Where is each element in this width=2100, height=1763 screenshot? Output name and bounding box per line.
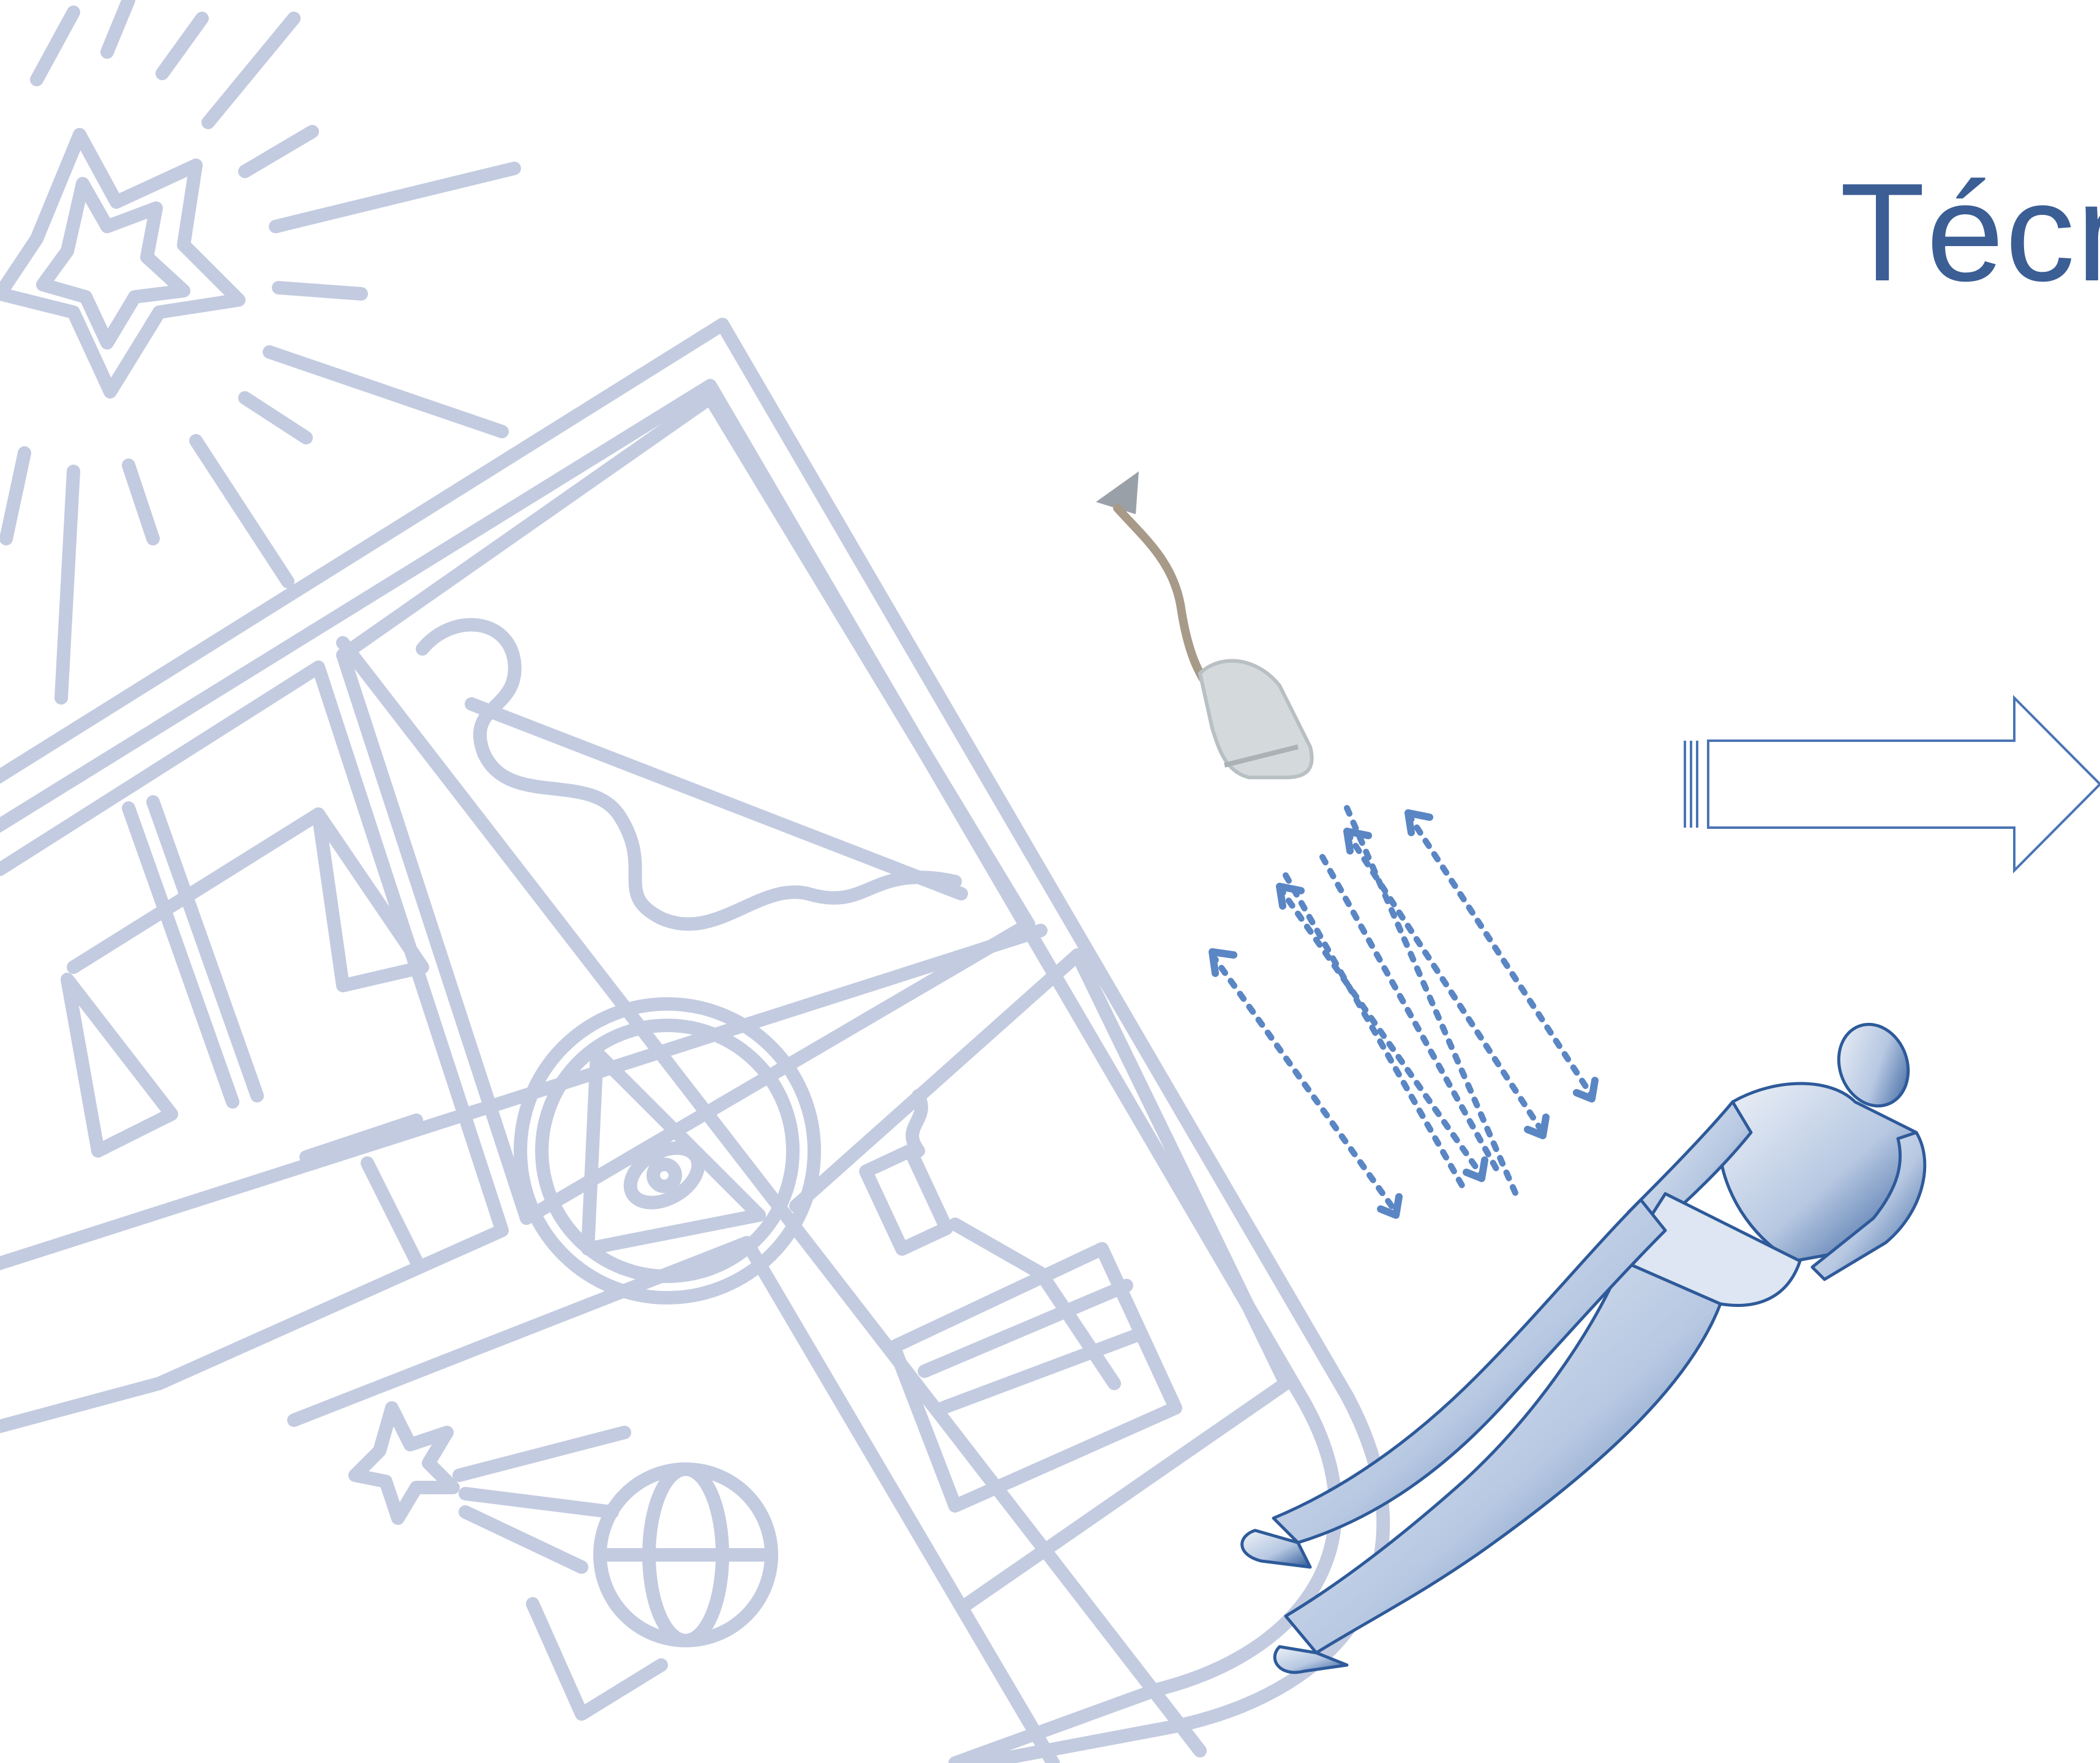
right-arrow-icon: [0, 0, 2100, 1763]
slide: Técn: [0, 0, 2100, 1763]
